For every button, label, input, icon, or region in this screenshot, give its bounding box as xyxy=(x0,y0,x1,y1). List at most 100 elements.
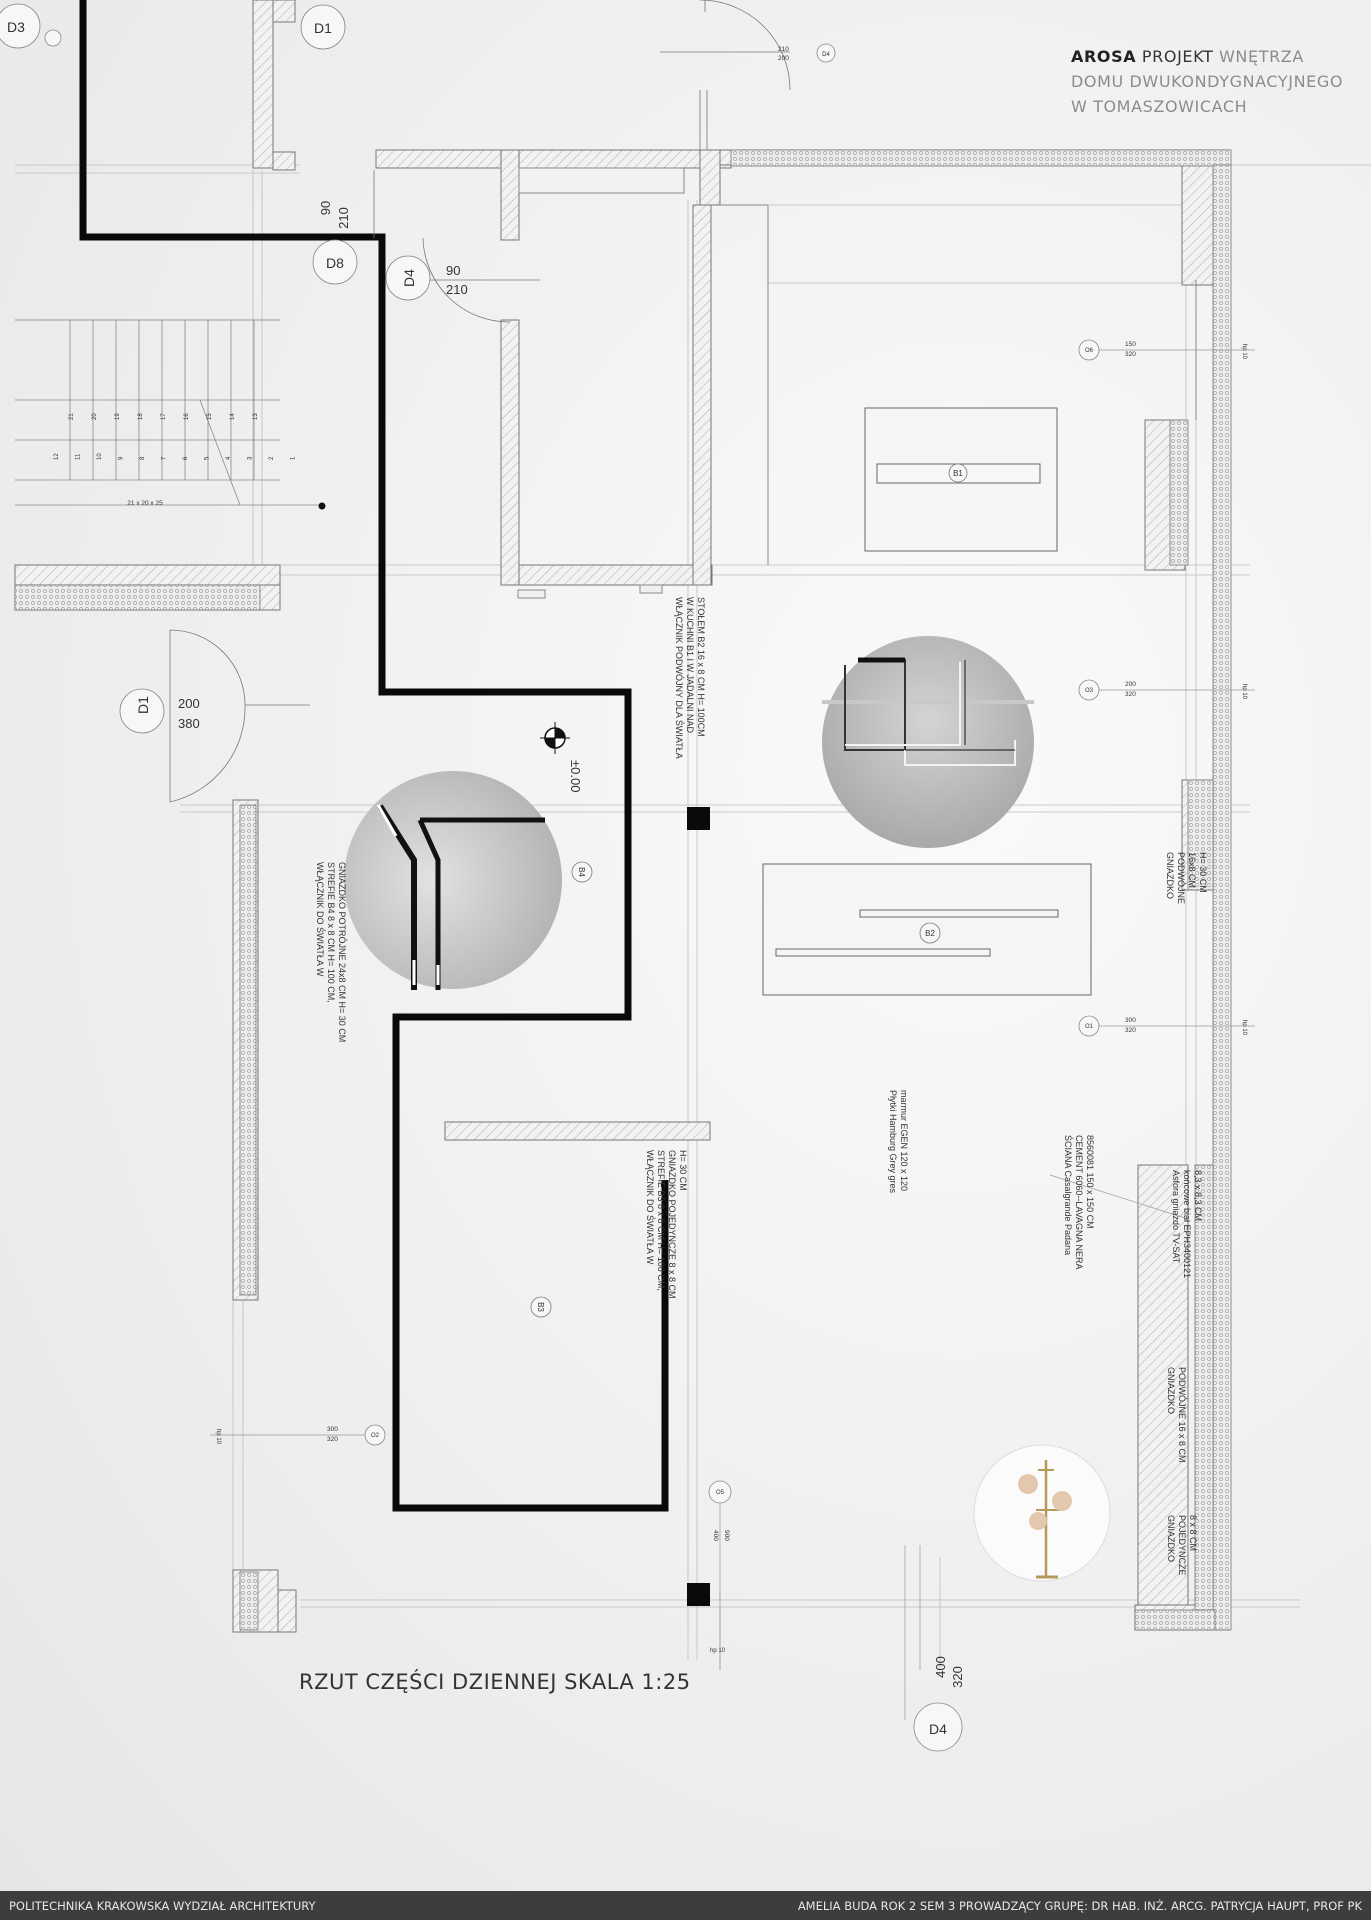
light-tag-b3: B3 xyxy=(536,1302,545,1312)
d1-width: 200 xyxy=(178,696,200,711)
window-o3-hp: hp 10 xyxy=(1241,684,1247,700)
svg-text:końcowe biał EPH3400121: końcowe biał EPH3400121 xyxy=(1182,1170,1192,1278)
d1-height: 380 xyxy=(178,716,200,731)
stair-step-number: 10 xyxy=(97,453,103,460)
window-tag-o3: O3 xyxy=(1085,688,1094,694)
window-o5-height: 400 xyxy=(712,1530,719,1541)
walls xyxy=(14,0,1231,1633)
project-title: AROSA PROJEKT WNĘTRZA DOMU DWUKONDYGNACY… xyxy=(1071,44,1343,119)
window-o6-height: 320 xyxy=(1125,351,1136,358)
level-marker xyxy=(540,722,570,754)
stair-step-number: 11 xyxy=(76,453,82,460)
d4s-height: 200 xyxy=(778,55,789,62)
stair-step-number: 18 xyxy=(138,413,144,420)
note-switch-b4: WŁĄCZNIK DO ŚWIATŁA W STREFIE B4 8 x 8 C… xyxy=(315,862,347,1042)
stair-spec: 21 x 20 x 25 xyxy=(127,500,163,507)
stair-step-number: 12 xyxy=(54,453,60,460)
brand-name: AROSA xyxy=(1071,47,1137,66)
svg-text:GNIAZDKO: GNIAZDKO xyxy=(1166,1367,1176,1414)
level-label: ±0.00 xyxy=(568,760,583,792)
svg-text:STOŁEM B2 16 x 8 CM H= 100CM: STOŁEM B2 16 x 8 CM H= 100CM xyxy=(696,597,706,737)
d4-height: 210 xyxy=(446,282,468,297)
note-socket-double-2: GNIAZDKO PODWÓJNE 16 x 8 CM xyxy=(1166,1367,1187,1463)
svg-text:W KUCHNI B1 I W JADALNI NAD: W KUCHNI B1 I W JADALNI NAD xyxy=(685,597,695,734)
window-tag-o1: O1 xyxy=(1085,1024,1094,1030)
stair-step-number: 20 xyxy=(92,413,98,420)
stair-step-number: 7 xyxy=(162,456,168,460)
svg-text:CEMENT 6060--LAVAGNA NERA: CEMENT 6060--LAVAGNA NERA xyxy=(1074,1135,1084,1270)
note-switch-b1: WŁĄCZNIK PODWÓJNY DLA ŚWIATŁA W KUCHNI B… xyxy=(674,597,706,759)
stair-step-number: 15 xyxy=(207,413,213,420)
note-switch-b3: WŁĄCZNIK DO ŚWIATŁA W STREFIE B3 8 x 8 C… xyxy=(645,1150,688,1299)
svg-text:WŁĄCZNIK DO ŚWIATŁA W: WŁĄCZNIK DO ŚWIATŁA W xyxy=(315,862,326,977)
zone-boundary-line xyxy=(79,0,669,1512)
svg-text:H= 30 CM: H= 30 CM xyxy=(678,1150,688,1191)
window-o1-height: 320 xyxy=(1125,1027,1136,1034)
light-tag-b1: B1 xyxy=(953,469,963,478)
column xyxy=(687,807,710,830)
door-tag-d4-top: D4 xyxy=(401,269,417,287)
door-tag-d1-left: D1 xyxy=(135,696,151,714)
svg-text:WŁĄCZNIK PODWÓJNY DLA ŚWIATŁA: WŁĄCZNIK PODWÓJNY DLA ŚWIATŁA xyxy=(674,597,685,759)
title-line1-rest: WNĘTRZA xyxy=(1219,47,1304,66)
svg-text:8 x 8 CM: 8 x 8 CM xyxy=(1188,1515,1198,1551)
svg-text:STREFIE B4 8 x 8 CM H= 100 CM,: STREFIE B4 8 x 8 CM H= 100 CM, xyxy=(326,862,336,1003)
door-tag-d3: D3 xyxy=(7,19,25,35)
staircase xyxy=(15,319,320,506)
d4b-width: 400 xyxy=(933,1656,948,1678)
stair-step-number: 14 xyxy=(230,413,236,420)
window-o3-height: 320 xyxy=(1125,691,1136,698)
footer-bar: POLITECHNIKA KRAKOWSKA WYDZIAŁ ARCHITEKT… xyxy=(0,1891,1371,1920)
window-o2-hp: hp 10 xyxy=(215,1429,221,1445)
stair-step-number: 16 xyxy=(184,413,190,420)
window-o2-width: 300 xyxy=(327,1426,338,1433)
column xyxy=(687,1583,710,1606)
plan-title: RZUT CZĘŚCI DZIENNEJ SKALA 1:25 xyxy=(299,1670,691,1694)
stair-step-number: 17 xyxy=(161,413,167,420)
note-tv-socket: Asfora gniazdo TV-SAT końcowe biał EPH34… xyxy=(1171,1170,1203,1278)
svg-text:Asfora gniazdo TV-SAT: Asfora gniazdo TV-SAT xyxy=(1171,1170,1181,1264)
svg-text:PODWÓJNE: PODWÓJNE xyxy=(1176,852,1186,904)
svg-text:POJEDYNCZE: POJEDYNCZE xyxy=(1177,1515,1187,1576)
svg-text:ŚCIANA Casalgrande Padana: ŚCIANA Casalgrande Padana xyxy=(1063,1135,1074,1255)
title-word-projekt: PROJEKT xyxy=(1141,47,1214,66)
room-outlines xyxy=(517,167,1197,599)
insulation xyxy=(14,149,1232,1631)
pendant-light-photo-b1 xyxy=(822,636,1034,848)
door-swings xyxy=(169,0,791,803)
svg-text:8560081 150 x 150 CM: 8560081 150 x 150 CM xyxy=(1085,1135,1095,1229)
note-wall-finish: ŚCIANA Casalgrande Padana CEMENT 6060--L… xyxy=(1063,1135,1095,1270)
svg-text:GNIAZDKO: GNIAZDKO xyxy=(1165,852,1175,899)
svg-text:16x8 CM: 16x8 CM xyxy=(1187,852,1197,888)
svg-text:GNIAZDKO: GNIAZDKO xyxy=(1166,1515,1176,1562)
stair-step-number: 6 xyxy=(183,456,189,460)
stair-step-number: 2 xyxy=(269,456,275,460)
stair-step-number: 1 xyxy=(291,456,297,460)
window-o3-width: 200 xyxy=(1125,681,1136,688)
d8-height: 210 xyxy=(336,207,351,229)
window-o1-hp: hp 10 xyxy=(1241,1020,1247,1036)
svg-text:marmur EGEN 120 x 120: marmur EGEN 120 x 120 xyxy=(899,1090,909,1191)
d4b-height: 320 xyxy=(950,1666,965,1688)
stair-step-number: 13 xyxy=(253,413,259,420)
title-line3: W TOMASZOWICACH xyxy=(1071,97,1248,116)
window-o6-hp: hp 10 xyxy=(1241,344,1247,360)
window-o5-hp: hp 10 xyxy=(710,1648,726,1654)
door-tag-d4-bottom: D4 xyxy=(929,1721,947,1737)
d4-width: 90 xyxy=(446,263,460,278)
stair-step-number: 21 xyxy=(69,413,75,420)
floor-lamp-photo xyxy=(973,1444,1111,1582)
svg-text:GNIAZDKO POJEDYNCZE 8 x 8 CM: GNIAZDKO POJEDYNCZE 8 x 8 CM xyxy=(667,1150,677,1299)
track-light-photo-b4 xyxy=(344,771,562,990)
stair-start-dot xyxy=(318,502,326,510)
window-o2-height: 320 xyxy=(327,1436,338,1443)
light-tag-b2: B2 xyxy=(925,929,935,938)
window-tags: O6 150 320 hp 10 O3 200 320 hp 10 O1 300… xyxy=(215,339,1247,1654)
light-tags: B1 B2 B3 B4 xyxy=(530,463,968,1318)
door-tag-d8: D8 xyxy=(326,255,344,271)
svg-text:STREFIE B3 8 x 8 CM H= 100 CM,: STREFIE B3 8 x 8 CM H= 100 CM, xyxy=(656,1150,666,1291)
window-o6-width: 150 xyxy=(1125,341,1136,348)
door-tag-d1-top: D1 xyxy=(314,20,332,36)
stair-step-number: 8 xyxy=(140,456,146,460)
